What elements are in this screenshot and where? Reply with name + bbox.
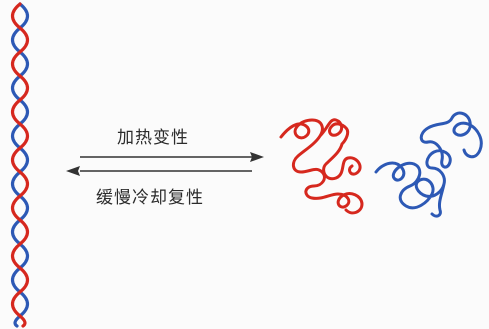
renaturation-label: 缓慢冷却复性: [96, 188, 204, 208]
single-strand-red: [279, 118, 364, 215]
double-helix: [10, 2, 30, 328]
forward-arrow: [80, 152, 264, 162]
reverse-arrow: [66, 166, 252, 176]
single-strand-blue: [374, 111, 483, 218]
denaturation-label: 加热变性: [117, 128, 189, 148]
helix-strand-red: [10, 2, 30, 328]
